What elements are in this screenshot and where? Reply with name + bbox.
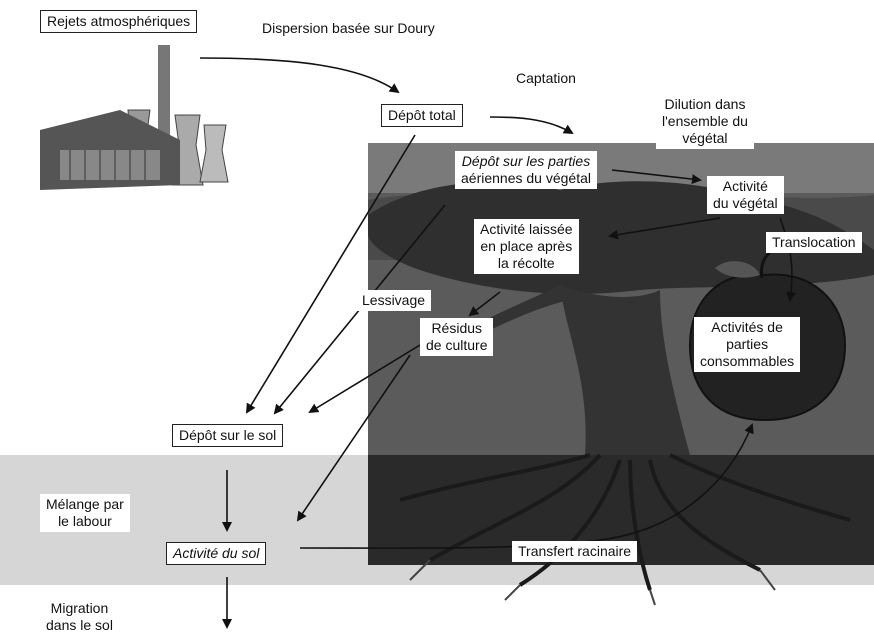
depot-sol-box: Dépôt sur le sol bbox=[172, 424, 283, 447]
activite-laissee-label: Activité laissée en place après la récol… bbox=[474, 219, 579, 274]
depot-parties-label: Dépôt sur les parties aériennes du végét… bbox=[455, 151, 597, 189]
depot-total-label: Dépôt total bbox=[388, 107, 456, 123]
activite-sol-label: Activité du sol bbox=[173, 545, 259, 561]
activite-sol-box: Activité du sol bbox=[166, 542, 266, 565]
depot-parties-line-1: Dépôt sur les parties bbox=[461, 153, 591, 170]
migration-line-2: dans le sol bbox=[46, 617, 113, 634]
activites-consommables-label: Activités de parties consommables bbox=[694, 317, 800, 372]
dilution-line-2: l'ensemble du bbox=[662, 113, 748, 130]
arrow-captation bbox=[490, 117, 572, 133]
activite-laissee-line-2: en place après bbox=[480, 238, 573, 255]
melange-line-1: Mélange par bbox=[46, 496, 124, 513]
migration-line-1: Migration bbox=[46, 600, 113, 617]
power-plant-icon bbox=[40, 45, 228, 190]
melange-label: Mélange par le labour bbox=[40, 494, 130, 532]
depot-total-box: Dépôt total bbox=[381, 104, 463, 127]
consommables-line-1: Activités de bbox=[700, 319, 794, 336]
dispersion-label: Dispersion basée sur Doury bbox=[262, 20, 435, 37]
activite-laissee-line-1: Activité laissée bbox=[480, 221, 573, 238]
consommables-line-3: consommables bbox=[700, 353, 794, 370]
transfert-label: Transfert racinaire bbox=[512, 541, 637, 562]
melange-line-2: le labour bbox=[46, 513, 124, 530]
lessivage-label: Lessivage bbox=[356, 290, 431, 311]
activite-vegetal-line-1: Activité bbox=[713, 178, 778, 195]
residus-line-2: de culture bbox=[426, 337, 487, 354]
migration-label: Migration dans le sol bbox=[46, 600, 113, 634]
rejets-label: Rejets atmosphériques bbox=[47, 13, 190, 29]
depot-sol-label: Dépôt sur le sol bbox=[179, 427, 276, 443]
residus-label: Résidus de culture bbox=[420, 318, 493, 356]
activite-vegetal-label: Activité du végétal bbox=[707, 176, 784, 214]
arrow-dispersion bbox=[200, 58, 398, 92]
rejets-box: Rejets atmosphériques bbox=[40, 10, 197, 33]
dilution-line-1: Dilution dans bbox=[662, 96, 748, 113]
dilution-line-3: végétal bbox=[662, 130, 748, 147]
dilution-label: Dilution dans l'ensemble du végétal bbox=[656, 94, 754, 149]
activite-vegetal-line-2: du végétal bbox=[713, 195, 778, 212]
translocation-label: Translocation bbox=[766, 232, 862, 253]
consommables-line-2: parties bbox=[700, 336, 794, 353]
activite-laissee-line-3: la récolte bbox=[480, 255, 573, 272]
captation-label: Captation bbox=[516, 70, 576, 87]
residus-line-1: Résidus bbox=[426, 320, 487, 337]
depot-parties-line-2: aériennes du végétal bbox=[461, 170, 591, 187]
